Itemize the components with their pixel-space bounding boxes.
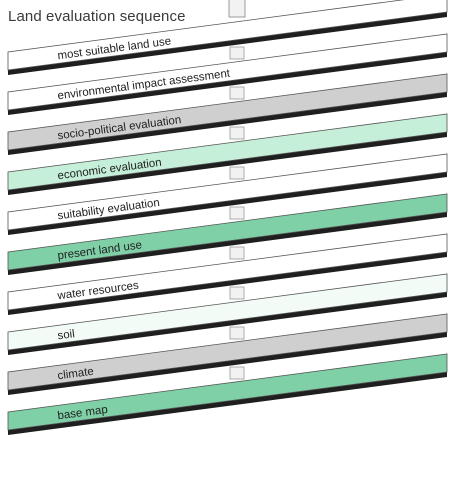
layer-face [7,273,448,351]
layer-edge [8,12,447,75]
arrow-shaft-segment [229,286,245,300]
arrow-shaft-segment [229,166,245,180]
layer-edge [8,292,447,355]
layer-water-resources: water resources [7,233,448,315]
layer-label: soil [57,328,76,342]
layer-face [7,313,448,391]
layer-face [7,113,448,191]
arrow-shaft-segment [229,366,245,380]
layer-edge [8,132,447,195]
arrow-shaft-segment [229,206,245,220]
arrow-shaft-segment [229,246,245,260]
layer-edge [8,212,447,275]
layer-face [7,33,448,111]
layer-label: climate [57,366,95,383]
diagram-title: Land evaluation sequence [8,8,186,25]
arrow-shaft-segment [229,46,245,60]
layer-face [7,353,448,431]
layer-edge [8,52,447,115]
layer-face [7,153,448,231]
layer-face [7,0,448,71]
layer-suitability-evaluation: suitability evaluation [7,153,448,235]
layer-edge [8,332,447,395]
layer-face [7,73,448,151]
arrow-shaft-segment [229,326,245,340]
layer-edge [8,252,447,315]
layer-edge [8,372,447,435]
layer-edge [8,92,447,155]
arrow-shaft-segment [229,86,245,100]
layer-face [7,233,448,311]
layer-base-map: base map [7,353,448,435]
layer-face [7,193,448,271]
layer-edge [8,172,447,235]
up-arrow-icon [228,0,246,18]
layer-climate: climate [7,313,448,395]
layer-soil: soil [7,273,448,355]
layer-economic-evaluation: economic evaluation [7,113,448,195]
arrow-shaft-segment [229,126,245,140]
layer-present-land-use: present land use [7,193,448,275]
layer-most-suitable-land-use: most suitable land use [7,0,448,75]
